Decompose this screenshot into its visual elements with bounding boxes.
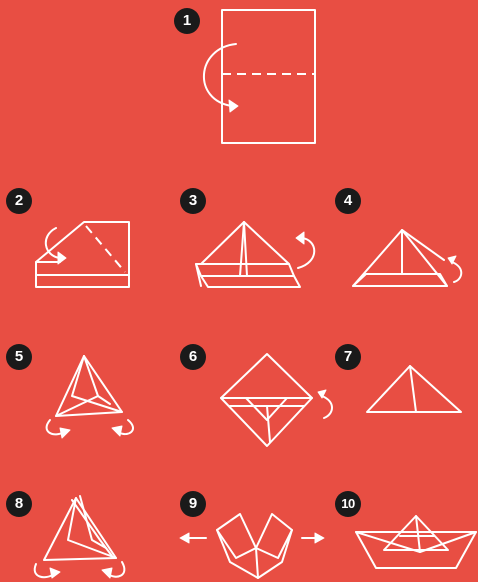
paper-sheet [222, 10, 315, 143]
folded-body [36, 222, 129, 275]
hat-brim [196, 264, 294, 276]
step-6-diagram [221, 354, 332, 446]
center-crease [244, 222, 247, 276]
pyramid-shape [44, 498, 116, 560]
arrow-head [229, 100, 238, 112]
arrow-head [296, 232, 304, 244]
arrow-head-left [50, 568, 60, 578]
step-5-diagram [47, 356, 133, 438]
hat-triangle [353, 230, 447, 286]
step-7-diagram [367, 366, 461, 412]
arrow-head-left [180, 533, 189, 543]
diagonal-fold-line [86, 226, 125, 272]
arrow-head [58, 252, 66, 264]
center-crease [267, 406, 270, 442]
pyramid-layer-2 [72, 500, 112, 556]
bottom-flap [36, 275, 129, 287]
fold-down-arrow [204, 44, 236, 106]
step-2-diagram [36, 222, 129, 287]
step-1-diagram [204, 10, 315, 143]
sail-crease [416, 516, 420, 552]
step-3-diagram [196, 222, 314, 287]
center-crease [256, 548, 258, 578]
fold-up-arrow [298, 238, 314, 268]
hat-brim-back [201, 276, 300, 287]
arrow-head-right [102, 568, 112, 578]
fold-back-arrow [452, 262, 461, 282]
pyramid-shape [56, 356, 122, 416]
arrow-head-right [112, 426, 122, 436]
diamond-shape [221, 354, 312, 446]
center-crease [410, 366, 416, 412]
pyramid-back [84, 356, 98, 396]
fold-back-arrow [322, 396, 332, 418]
arrow-head-left [60, 428, 70, 438]
step-10-diagram [356, 516, 476, 568]
arrow-head-right [315, 533, 324, 543]
step-4-diagram [353, 230, 461, 286]
center-crease-2 [240, 222, 244, 276]
hat-brim [353, 274, 447, 286]
step-9-diagram [180, 514, 324, 578]
step-8-diagram [35, 496, 125, 578]
